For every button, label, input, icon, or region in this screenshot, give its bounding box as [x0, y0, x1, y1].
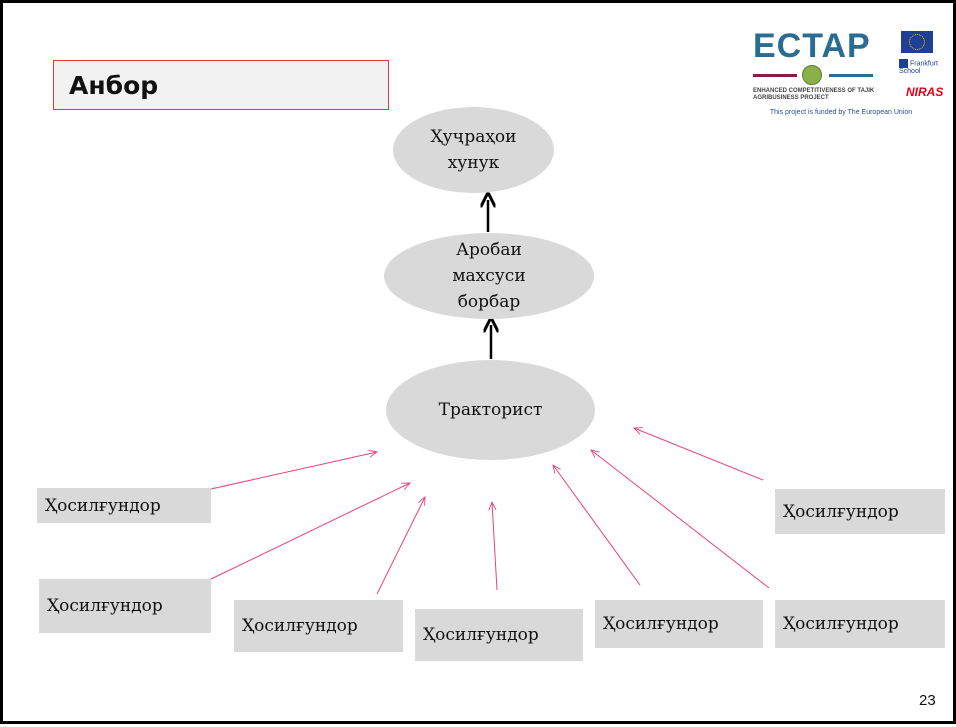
farmer-box-1: Ҳосилғундор: [37, 488, 211, 523]
node-cold-rooms: Ҳуҷраҳои хунук: [393, 107, 554, 193]
eu-flag-icon: [901, 31, 933, 53]
connector-farmer-5: [553, 465, 641, 586]
connector-farmer-2: [208, 483, 410, 581]
farmer-box-3: Ҳосилғундор: [234, 600, 403, 652]
connector-farmer-4: [492, 502, 498, 591]
logo-line-left: [753, 74, 797, 77]
ectap-logo: ECTAP ENHANCED COMPETITIVENESS OF TAJIK …: [731, 29, 951, 121]
frankfurt-school-text: Frankfurt School: [899, 60, 939, 76]
ectap-brand-text: ECTAP: [753, 27, 871, 65]
farmer-box-7: Ҳосилғундор: [775, 489, 945, 534]
farmer-box-2: Ҳосилғундор: [39, 579, 211, 633]
farmer-box-4: Ҳосилғундор: [415, 609, 583, 661]
slide-title: Анбор: [53, 60, 389, 110]
ectap-subtitle: ENHANCED COMPETITIVENESS OF TAJIK AGRIBU…: [753, 88, 875, 101]
logo-circle-icon: [802, 65, 822, 85]
frankfurt-school-icon: [899, 59, 908, 68]
connector-farmer-3: [376, 497, 425, 595]
node-tractor-driver-label: Тракторист: [438, 400, 543, 420]
farmer-box-5: Ҳосилғундор: [595, 600, 763, 648]
connector-farmer-1: [210, 452, 377, 490]
connector-farmer-7: [634, 428, 764, 481]
page-number: 23: [919, 692, 936, 709]
logo-line-right: [829, 74, 873, 77]
funding-note: This project is funded by The European U…: [769, 109, 913, 116]
niras-logo: NIRAS: [906, 85, 944, 99]
farmer-box-6: Ҳосилғундор: [775, 600, 945, 648]
node-special-transport-cart-label: Аробаи махсуси борбар: [452, 240, 526, 312]
frankfurt-school-logo: Frankfurt School: [899, 59, 955, 81]
node-special-transport-cart: Аробаи махсуси борбар: [384, 233, 594, 319]
node-tractor-driver: Тракторист: [386, 360, 595, 460]
node-cold-rooms-label: Ҳуҷраҳои хунук: [430, 127, 517, 173]
connector-farmer-6: [591, 450, 770, 589]
